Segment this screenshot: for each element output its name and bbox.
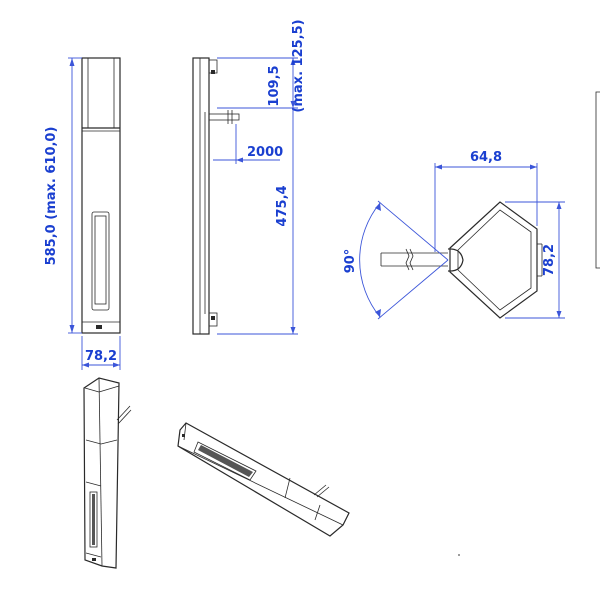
- side-view-arm: [208, 110, 240, 124]
- stray-dot: [458, 554, 460, 556]
- top-view-arm: [380, 248, 448, 271]
- top-depth-label: 64,8: [470, 150, 502, 165]
- front-width-dimension: 78,2: [81, 336, 121, 370]
- side-view: 109,5 (max. 125,5) 2000 475,4: [192, 19, 306, 335]
- front-view-body: [81, 57, 121, 334]
- isometric-upright-view: [83, 377, 132, 569]
- front-height-label: 585,0 (max. 610,0): [44, 127, 59, 266]
- side-top-max-label: (max. 125,5): [291, 19, 306, 112]
- top-view: 90° 64,8 78,2: [343, 150, 565, 320]
- side-top-dimension: 109,5 (max. 125,5): [217, 19, 306, 113]
- isometric-lying-view: [177, 422, 350, 537]
- top-width-label: 78,2: [542, 244, 557, 276]
- top-angle-dimension: 90°: [343, 200, 449, 320]
- side-arm-label: 2000: [247, 145, 283, 160]
- front-view: 585,0 (max. 610,0) 78,2: [44, 57, 121, 370]
- top-view-body: [447, 201, 543, 319]
- top-angle-label: 90°: [343, 249, 358, 274]
- front-height-dimension: 585,0 (max. 610,0): [44, 57, 82, 334]
- side-top-label: 109,5: [267, 65, 282, 106]
- cropped-edge-fragment: [595, 91, 600, 269]
- front-width-label: 78,2: [85, 349, 117, 364]
- top-width-dimension: 78,2: [505, 201, 565, 319]
- side-lower-dimension: 475,4: [217, 108, 298, 335]
- top-depth-dimension: 64,8: [434, 150, 538, 252]
- side-view-body: [192, 57, 218, 335]
- side-arm-dimension: 2000: [213, 124, 283, 164]
- side-lower-label: 475,4: [275, 185, 290, 226]
